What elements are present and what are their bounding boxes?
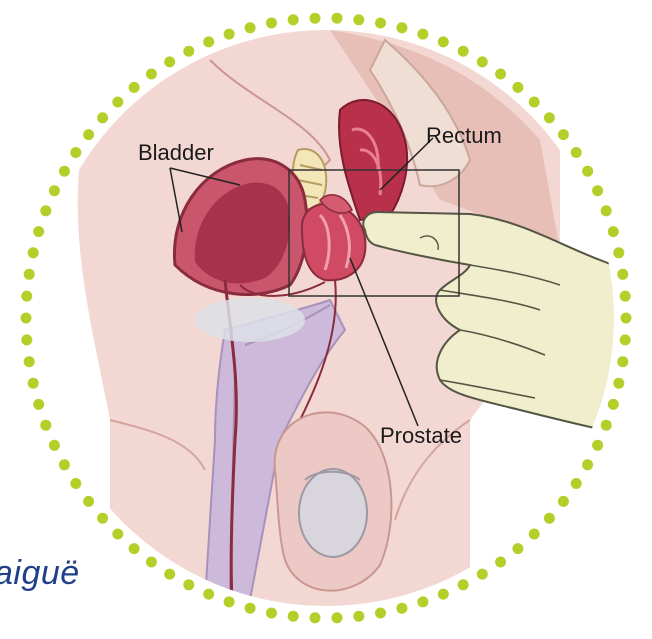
border-dot	[288, 611, 299, 622]
border-dot	[224, 596, 235, 607]
border-dot	[353, 611, 364, 622]
border-dot	[620, 334, 631, 345]
border-dot	[544, 112, 555, 123]
border-dot	[375, 18, 386, 29]
border-dot	[332, 612, 343, 623]
border-dot	[592, 185, 603, 196]
border-dot	[266, 18, 277, 29]
border-dot	[183, 46, 194, 57]
border-dot	[59, 166, 70, 177]
border-dot	[495, 557, 506, 568]
testis	[299, 469, 367, 557]
border-dot	[613, 378, 624, 389]
border-dot	[617, 269, 628, 280]
border-dot	[375, 608, 386, 619]
border-dot	[608, 226, 619, 237]
border-dot	[396, 22, 407, 33]
border-dot	[592, 440, 603, 451]
border-dot	[310, 612, 321, 623]
border-dot	[558, 496, 569, 507]
border-dot	[477, 56, 488, 67]
border-dot	[495, 69, 506, 80]
border-dot	[112, 97, 123, 108]
border-dot	[146, 69, 157, 80]
border-dot	[146, 557, 157, 568]
border-dot	[310, 13, 321, 24]
border-dot	[417, 29, 428, 40]
border-dot	[571, 478, 582, 489]
border-dot	[245, 22, 256, 33]
border-dot	[558, 129, 569, 140]
border-dot	[417, 596, 428, 607]
border-dot	[621, 313, 632, 324]
border-dot	[83, 496, 94, 507]
border-dot	[617, 356, 628, 367]
border-dot	[529, 97, 540, 108]
border-dot	[477, 569, 488, 580]
border-dot	[21, 291, 32, 302]
border-dot	[97, 513, 108, 524]
border-dot	[24, 356, 35, 367]
border-dot	[288, 14, 299, 25]
border-dot	[28, 378, 39, 389]
border-dot	[458, 579, 469, 590]
border-dot	[438, 36, 449, 47]
border-dot	[544, 513, 555, 524]
border-dot	[164, 569, 175, 580]
border-dot	[164, 56, 175, 67]
border-dot	[458, 46, 469, 57]
border-dot	[21, 334, 32, 345]
border-dot	[512, 82, 523, 93]
caption-text: aiguë	[0, 554, 80, 593]
label-bladder: Bladder	[138, 140, 214, 165]
border-dot	[571, 147, 582, 158]
border-dot	[49, 440, 60, 451]
border-dot	[49, 185, 60, 196]
border-dot	[613, 247, 624, 258]
border-dot	[40, 420, 51, 431]
border-dot	[33, 226, 44, 237]
label-prostate: Prostate	[380, 423, 462, 448]
border-dot	[33, 399, 44, 410]
border-dot	[112, 529, 123, 540]
border-dot	[396, 603, 407, 614]
border-dot	[582, 459, 593, 470]
border-dot	[97, 112, 108, 123]
border-dot	[129, 543, 140, 554]
border-dot	[245, 603, 256, 614]
border-dot	[83, 129, 94, 140]
border-dot	[582, 166, 593, 177]
border-dot	[203, 589, 214, 600]
border-dot	[529, 529, 540, 540]
border-dot	[332, 13, 343, 24]
border-dot	[28, 247, 39, 258]
border-dot	[203, 36, 214, 47]
border-dot	[21, 313, 32, 324]
border-dot	[438, 589, 449, 600]
border-dot	[129, 82, 140, 93]
border-dot	[224, 29, 235, 40]
border-dot	[40, 205, 51, 216]
border-dot	[608, 399, 619, 410]
border-dot	[183, 579, 194, 590]
border-dot	[353, 14, 364, 25]
border-dot	[70, 478, 81, 489]
border-dot	[512, 543, 523, 554]
border-dot	[620, 291, 631, 302]
label-rectum: Rectum	[426, 123, 502, 148]
border-dot	[601, 420, 612, 431]
border-dot	[59, 459, 70, 470]
border-dot	[601, 205, 612, 216]
border-dot	[24, 269, 35, 280]
border-dot	[266, 608, 277, 619]
border-dot	[70, 147, 81, 158]
